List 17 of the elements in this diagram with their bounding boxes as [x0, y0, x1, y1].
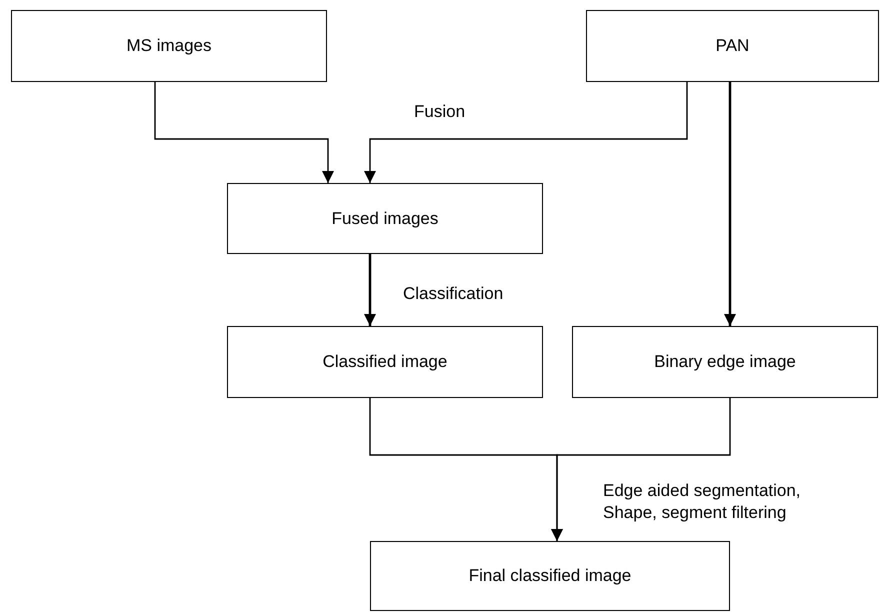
- process-box: [572, 326, 878, 398]
- process-box: [227, 326, 543, 398]
- box-label: Fused images: [332, 208, 438, 228]
- box-label: Classified image: [322, 352, 448, 372]
- arrow: [724, 82, 736, 326]
- arrow: [551, 398, 731, 541]
- process-box: [227, 183, 543, 254]
- process-box: [11, 10, 327, 82]
- box-label: MS images: [126, 36, 212, 56]
- process-box: [586, 10, 879, 82]
- arrow: [364, 82, 688, 183]
- arrow: [154, 82, 334, 183]
- arrow: [364, 254, 376, 326]
- box-label: PAN: [716, 36, 750, 56]
- process-box: [370, 541, 730, 611]
- box-label: Binary edge image: [654, 352, 796, 372]
- box-label: Final classified image: [468, 566, 632, 586]
